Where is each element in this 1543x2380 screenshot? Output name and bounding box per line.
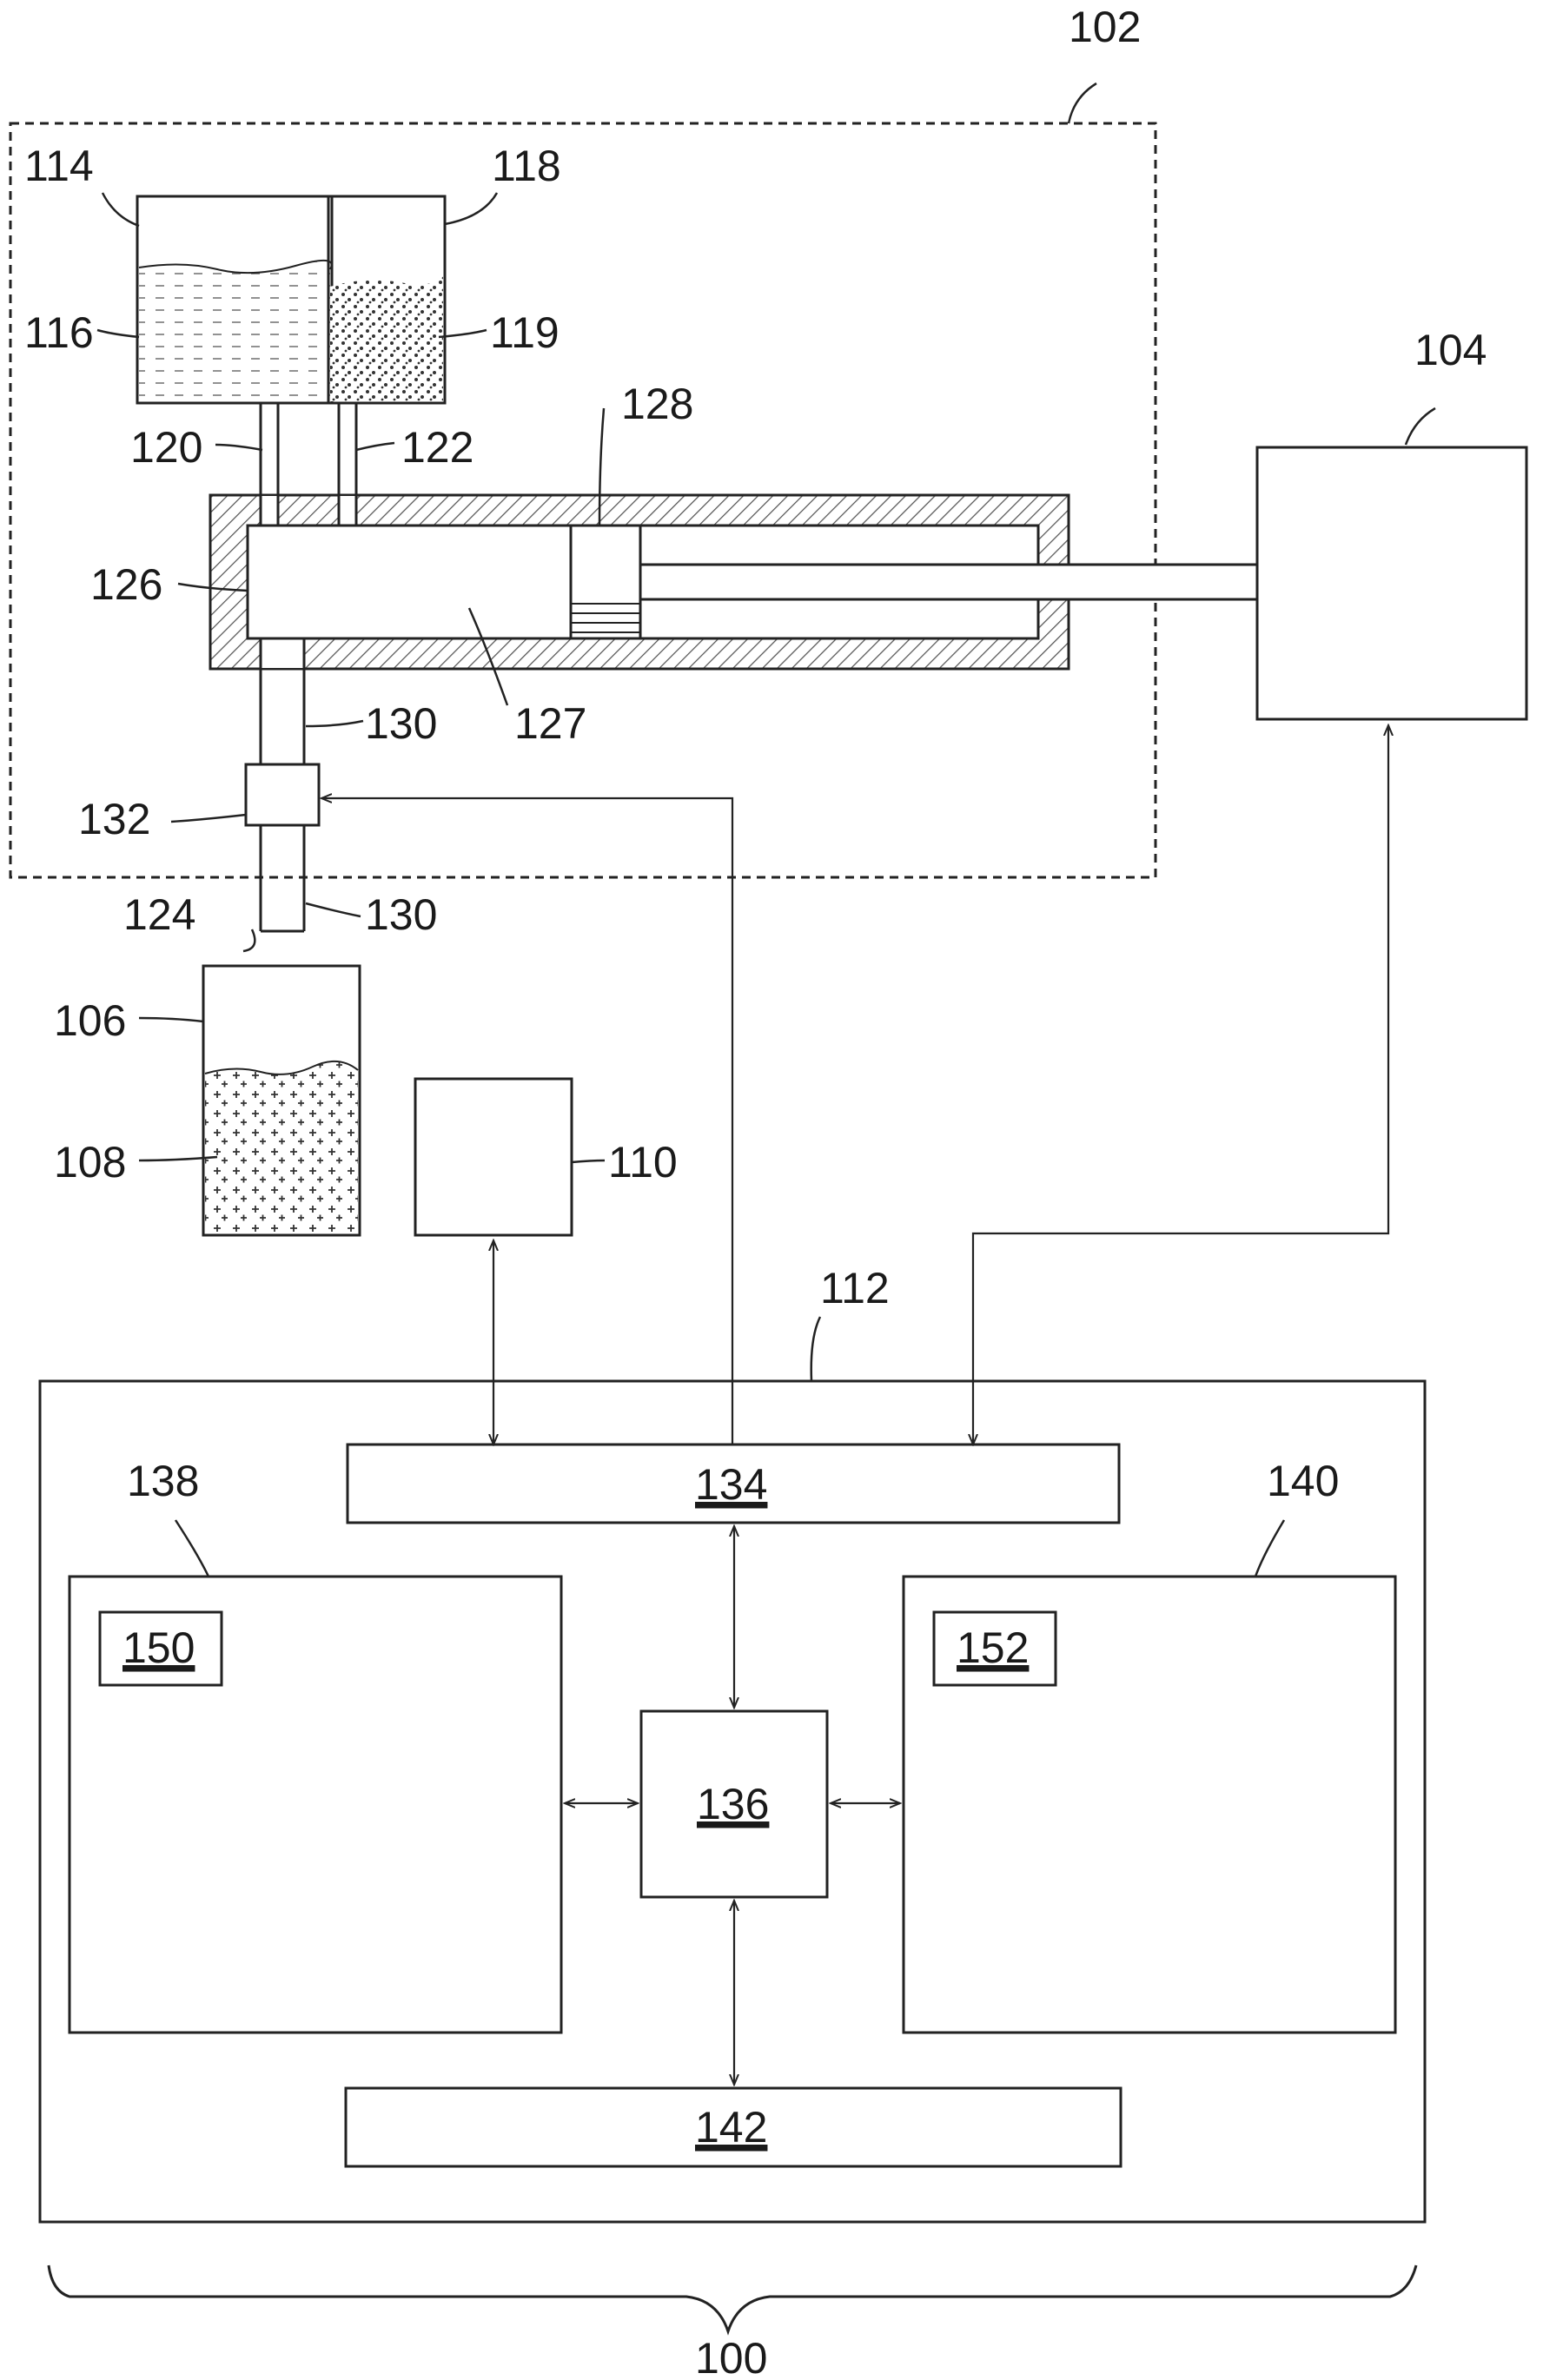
label-132: 132 <box>78 795 150 843</box>
label-150: 150 <box>123 1623 195 1672</box>
label-119: 119 <box>490 308 560 357</box>
label-104: 104 <box>1414 326 1487 374</box>
label-130-lower: 130 <box>365 890 437 939</box>
label-142: 142 <box>695 2103 767 2152</box>
label-138: 138 <box>127 1457 199 1505</box>
label-126: 126 <box>90 560 162 609</box>
label-118: 118 <box>492 142 561 190</box>
label-140: 140 <box>1267 1457 1339 1505</box>
device-110 <box>415 1079 572 1235</box>
drive-unit <box>1257 447 1526 719</box>
label-124: 124 <box>123 890 195 939</box>
label-112: 112 <box>820 1264 890 1312</box>
label-136: 136 <box>697 1780 769 1828</box>
label-134: 134 <box>695 1460 767 1509</box>
label-130-upper: 130 <box>365 699 437 748</box>
label-128: 128 <box>621 380 693 428</box>
label-120: 120 <box>130 423 202 472</box>
label-127: 127 <box>514 699 586 748</box>
label-116: 116 <box>24 308 94 357</box>
label-108: 108 <box>54 1138 126 1187</box>
label-102: 102 <box>1069 3 1141 51</box>
label-114: 114 <box>24 142 94 190</box>
label-152: 152 <box>957 1623 1029 1672</box>
powder-container <box>328 196 445 403</box>
label-110: 110 <box>608 1138 678 1187</box>
label-106: 106 <box>54 996 126 1045</box>
label-122: 122 <box>401 423 473 472</box>
chamber <box>248 526 571 638</box>
label-100: 100 <box>695 2334 767 2380</box>
receiving-vessel <box>203 966 360 1235</box>
valve <box>246 764 319 825</box>
liquid-container <box>137 196 332 403</box>
system-brace <box>49 2265 1416 2331</box>
